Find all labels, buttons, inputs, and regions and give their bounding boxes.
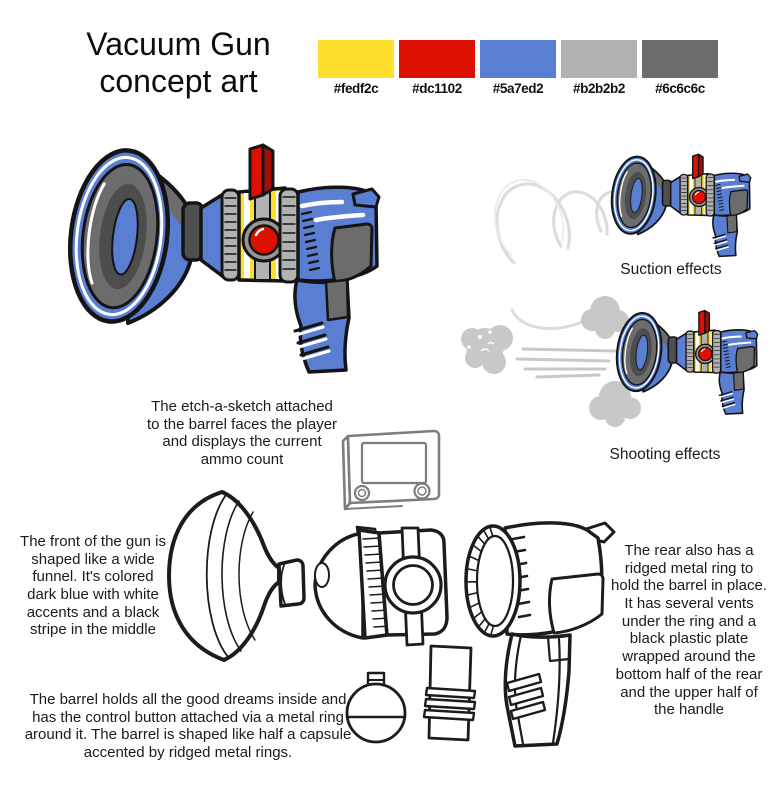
palette-label-blue: #5a7ed2 — [492, 81, 544, 96]
palette-swatch-blue — [480, 40, 556, 78]
palette-label-yellow: #fedf2c — [333, 81, 379, 96]
barrel-sketch — [313, 525, 449, 647]
shooting-mini-gun — [614, 308, 760, 418]
suction-effects-label: Suction effects — [620, 261, 722, 278]
shooting-effects-label: Shooting effects — [609, 446, 721, 463]
dream-ball-sketch — [345, 671, 407, 744]
page-title-line1: Vacuum Gun — [86, 26, 271, 62]
funnel-sketch — [167, 490, 306, 662]
etch-a-sketch-annotation: The etch-a-sketch attached to the barrel… — [146, 398, 338, 469]
barrel-annotation: The barrel holds all the good dreams ins… — [24, 691, 352, 762]
main-gun-illustration — [64, 140, 384, 380]
palette-swatch-red — [399, 40, 475, 78]
palette-label-red: #dc1102 — [412, 81, 462, 96]
rear-sketch — [464, 521, 616, 748]
ringed-cylinder-sketch — [422, 644, 477, 742]
page-title: Vacuum Gun concept art — [36, 26, 321, 100]
palette-swatch-yellow — [318, 40, 394, 78]
suction-mini-gun — [609, 152, 753, 260]
palette-label-light-gray: #b2b2b2 — [573, 81, 625, 96]
front-annotation: The front of the gun is shaped like a wi… — [20, 533, 166, 639]
palette-swatch-light-gray — [561, 40, 637, 78]
etch-a-sketch-sketch — [341, 429, 441, 511]
page-title-line2: concept art — [99, 63, 258, 100]
palette-swatch-dark-gray — [642, 40, 718, 78]
rear-annotation: The rear also has a ridged metal ring to… — [611, 542, 767, 719]
shooting-fx-sketch — [461, 296, 641, 427]
palette-label-dark-gray: #6c6c6c — [655, 81, 705, 96]
